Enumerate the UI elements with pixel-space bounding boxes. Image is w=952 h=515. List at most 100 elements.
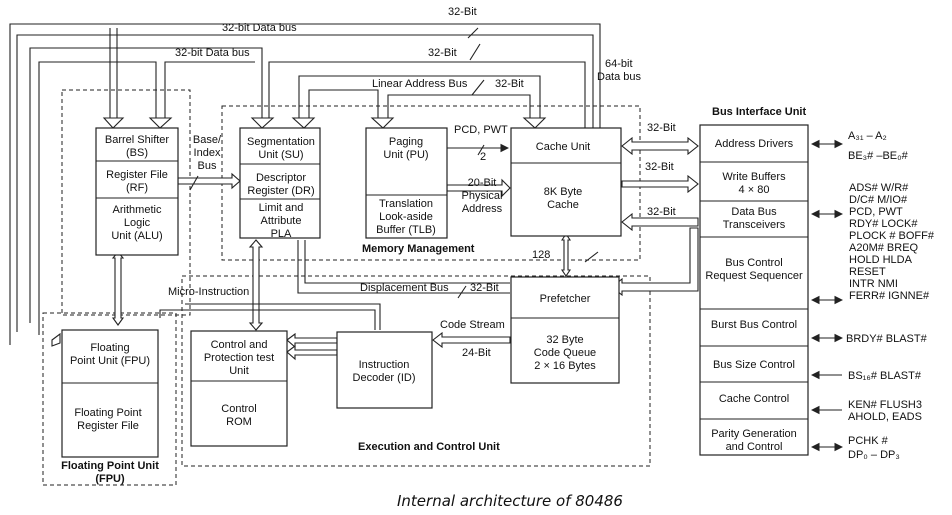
blocks [61, 124, 809, 458]
segmentation-stack [239, 127, 321, 239]
burst-bus-label: Burst Bus Control [711, 319, 797, 331]
code-queue-label: 32 Byte [546, 334, 583, 346]
instruction-decoder-box [336, 331, 433, 409]
svg-text:Index: Index [194, 147, 221, 159]
prefetcher-stack [510, 276, 620, 384]
alu-label: Arithmetic [113, 204, 162, 216]
address-drivers-label: Address Drivers [715, 138, 794, 150]
control-rom-label: Control [221, 403, 256, 415]
memory-management-title: Memory Management [362, 243, 475, 255]
control-stack [190, 330, 288, 447]
svg-text:PCD, PWT: PCD, PWT [454, 124, 508, 136]
bus-interface-title: Bus Interface Unit [712, 106, 806, 118]
svg-text:Register (DR): Register (DR) [247, 185, 314, 197]
execution-control-title: Execution and Control Unit [358, 441, 500, 453]
paging-label: Paging [389, 136, 423, 148]
svg-text:32-Bit: 32-Bit [448, 6, 477, 18]
bus-labels: 32-bit Data bus 32-bit Data bus 32-Bit 3… [168, 6, 676, 359]
svg-text:FERR# IGNNE#: FERR# IGNNE# [849, 290, 930, 302]
signal-arrows [810, 139, 844, 452]
svg-text:PCD, PWT: PCD, PWT [849, 206, 903, 218]
svg-text:Data bus: Data bus [597, 71, 642, 83]
execution-control-region [181, 275, 651, 467]
svg-text:20-Bit: 20-Bit [468, 177, 497, 189]
instruction-decoder-label: Instruction [359, 359, 410, 371]
svg-text:(RF): (RF) [126, 182, 148, 194]
svg-text:A20M# BREQ: A20M# BREQ [849, 242, 919, 254]
svg-text:Logic: Logic [124, 217, 151, 229]
svg-text:Unit: Unit [229, 365, 249, 377]
register-file-label: Register File [106, 169, 168, 181]
code-stream-label: Code Stream [440, 319, 505, 331]
displacement-bus-label: Displacement Bus [360, 282, 449, 294]
cache-unit-label: Cache Unit [536, 141, 590, 153]
data-bus-outer-label: 32-bit Data bus [222, 22, 297, 34]
svg-text:A₃₁ – A₂: A₃₁ – A₂ [848, 130, 887, 142]
signal-labels: A₃₁ – A₂ BE₃# –BE₀# ADS# W/R# D/C# M/IO#… [846, 130, 935, 461]
svg-text:24-Bit: 24-Bit [462, 347, 491, 359]
svg-text:Request Sequencer: Request Sequencer [705, 270, 803, 282]
prefetcher-label: Prefetcher [540, 293, 591, 305]
alu-region [61, 89, 191, 316]
svg-text:32-Bit: 32-Bit [428, 47, 457, 59]
descriptor-label: Descriptor [256, 172, 306, 184]
svg-text:Attribute: Attribute [261, 215, 302, 227]
svg-text:and Control: and Control [726, 441, 783, 453]
fp-register-file-label: Floating Point [74, 407, 141, 419]
svg-text:PLOCK # BOFF#: PLOCK # BOFF# [849, 230, 935, 242]
svg-text:Look-aside: Look-aside [379, 211, 433, 223]
svg-text:32-Bit: 32-Bit [645, 161, 674, 173]
biu-stack [699, 124, 809, 456]
svg-text:(FPU): (FPU) [95, 473, 125, 485]
svg-text:RDY# LOCK#: RDY# LOCK# [849, 218, 918, 230]
svg-text:RESET: RESET [849, 266, 886, 278]
svg-text:BS₁₆# BLAST#: BS₁₆# BLAST# [848, 370, 922, 382]
svg-text:Register File: Register File [77, 420, 139, 432]
svg-text:128: 128 [532, 249, 550, 261]
limit-pla-label: Limit and [259, 202, 304, 214]
svg-text:BRDY# BLAST#: BRDY# BLAST# [846, 333, 928, 345]
svg-text:32-Bit: 32-Bit [470, 282, 499, 294]
svg-text:ADS# W/R#: ADS# W/R# [849, 182, 909, 194]
tlb-label: Translation [379, 198, 433, 210]
svg-text:32-Bit: 32-Bit [647, 122, 676, 134]
svg-text:2: 2 [480, 151, 486, 163]
svg-text:32-Bit: 32-Bit [647, 206, 676, 218]
barrel-shifter-label: Barrel Shifter [105, 134, 170, 146]
svg-text:4 × 80: 4 × 80 [739, 184, 770, 196]
svg-text:D/C# M/IO#: D/C# M/IO# [849, 194, 908, 206]
svg-text:KEN# FLUSH3: KEN# FLUSH3 [848, 399, 922, 411]
micro-instruction-label: Micro-Instruction [168, 286, 249, 298]
svg-text:Decoder (ID): Decoder (ID) [353, 372, 416, 384]
alu-stack [95, 127, 179, 256]
svg-text:Protection test: Protection test [204, 352, 274, 364]
bus-wires [9, 23, 601, 345]
linear-address-bus-label: Linear Address Bus [372, 78, 468, 90]
svg-text:64-bit: 64-bit [605, 58, 633, 70]
svg-text:DP₀ – DP₃: DP₀ – DP₃ [848, 449, 900, 461]
svg-text:Unit (ALU): Unit (ALU) [111, 230, 162, 242]
svg-text:HOLD HLDA: HOLD HLDA [849, 254, 913, 266]
svg-text:PCHK #: PCHK # [848, 435, 889, 447]
svg-text:PLA: PLA [271, 228, 292, 240]
svg-text:Unit (PU): Unit (PU) [383, 149, 428, 161]
data-bus-transceivers-label: Data Bus [731, 206, 777, 218]
block-labels: Barrel Shifter (BS) Register File (RF) A… [70, 134, 803, 453]
svg-text:Physical: Physical [462, 190, 503, 202]
control-protection-label: Control and [211, 339, 268, 351]
svg-text:BE₃# –BE₀#: BE₃# –BE₀# [848, 150, 909, 162]
svg-text:Buffer (TLB): Buffer (TLB) [376, 224, 436, 236]
fat-arrows [51, 117, 699, 361]
svg-text:Cache: Cache [547, 199, 579, 211]
cache-stack [510, 127, 622, 237]
svg-text:2 × 16 Bytes: 2 × 16 Bytes [534, 360, 596, 372]
parity-label: Parity Generation [711, 428, 797, 440]
svg-text:Unit (SU): Unit (SU) [258, 149, 303, 161]
svg-text:Point Unit (FPU): Point Unit (FPU) [70, 355, 150, 367]
exec-wires [159, 240, 599, 330]
svg-text:Address: Address [462, 203, 503, 215]
fpu-stack [61, 329, 159, 458]
fpu-label: Floating [90, 342, 129, 354]
fpu-region [42, 312, 177, 486]
base-index-bus-label: Base/ [193, 134, 222, 146]
